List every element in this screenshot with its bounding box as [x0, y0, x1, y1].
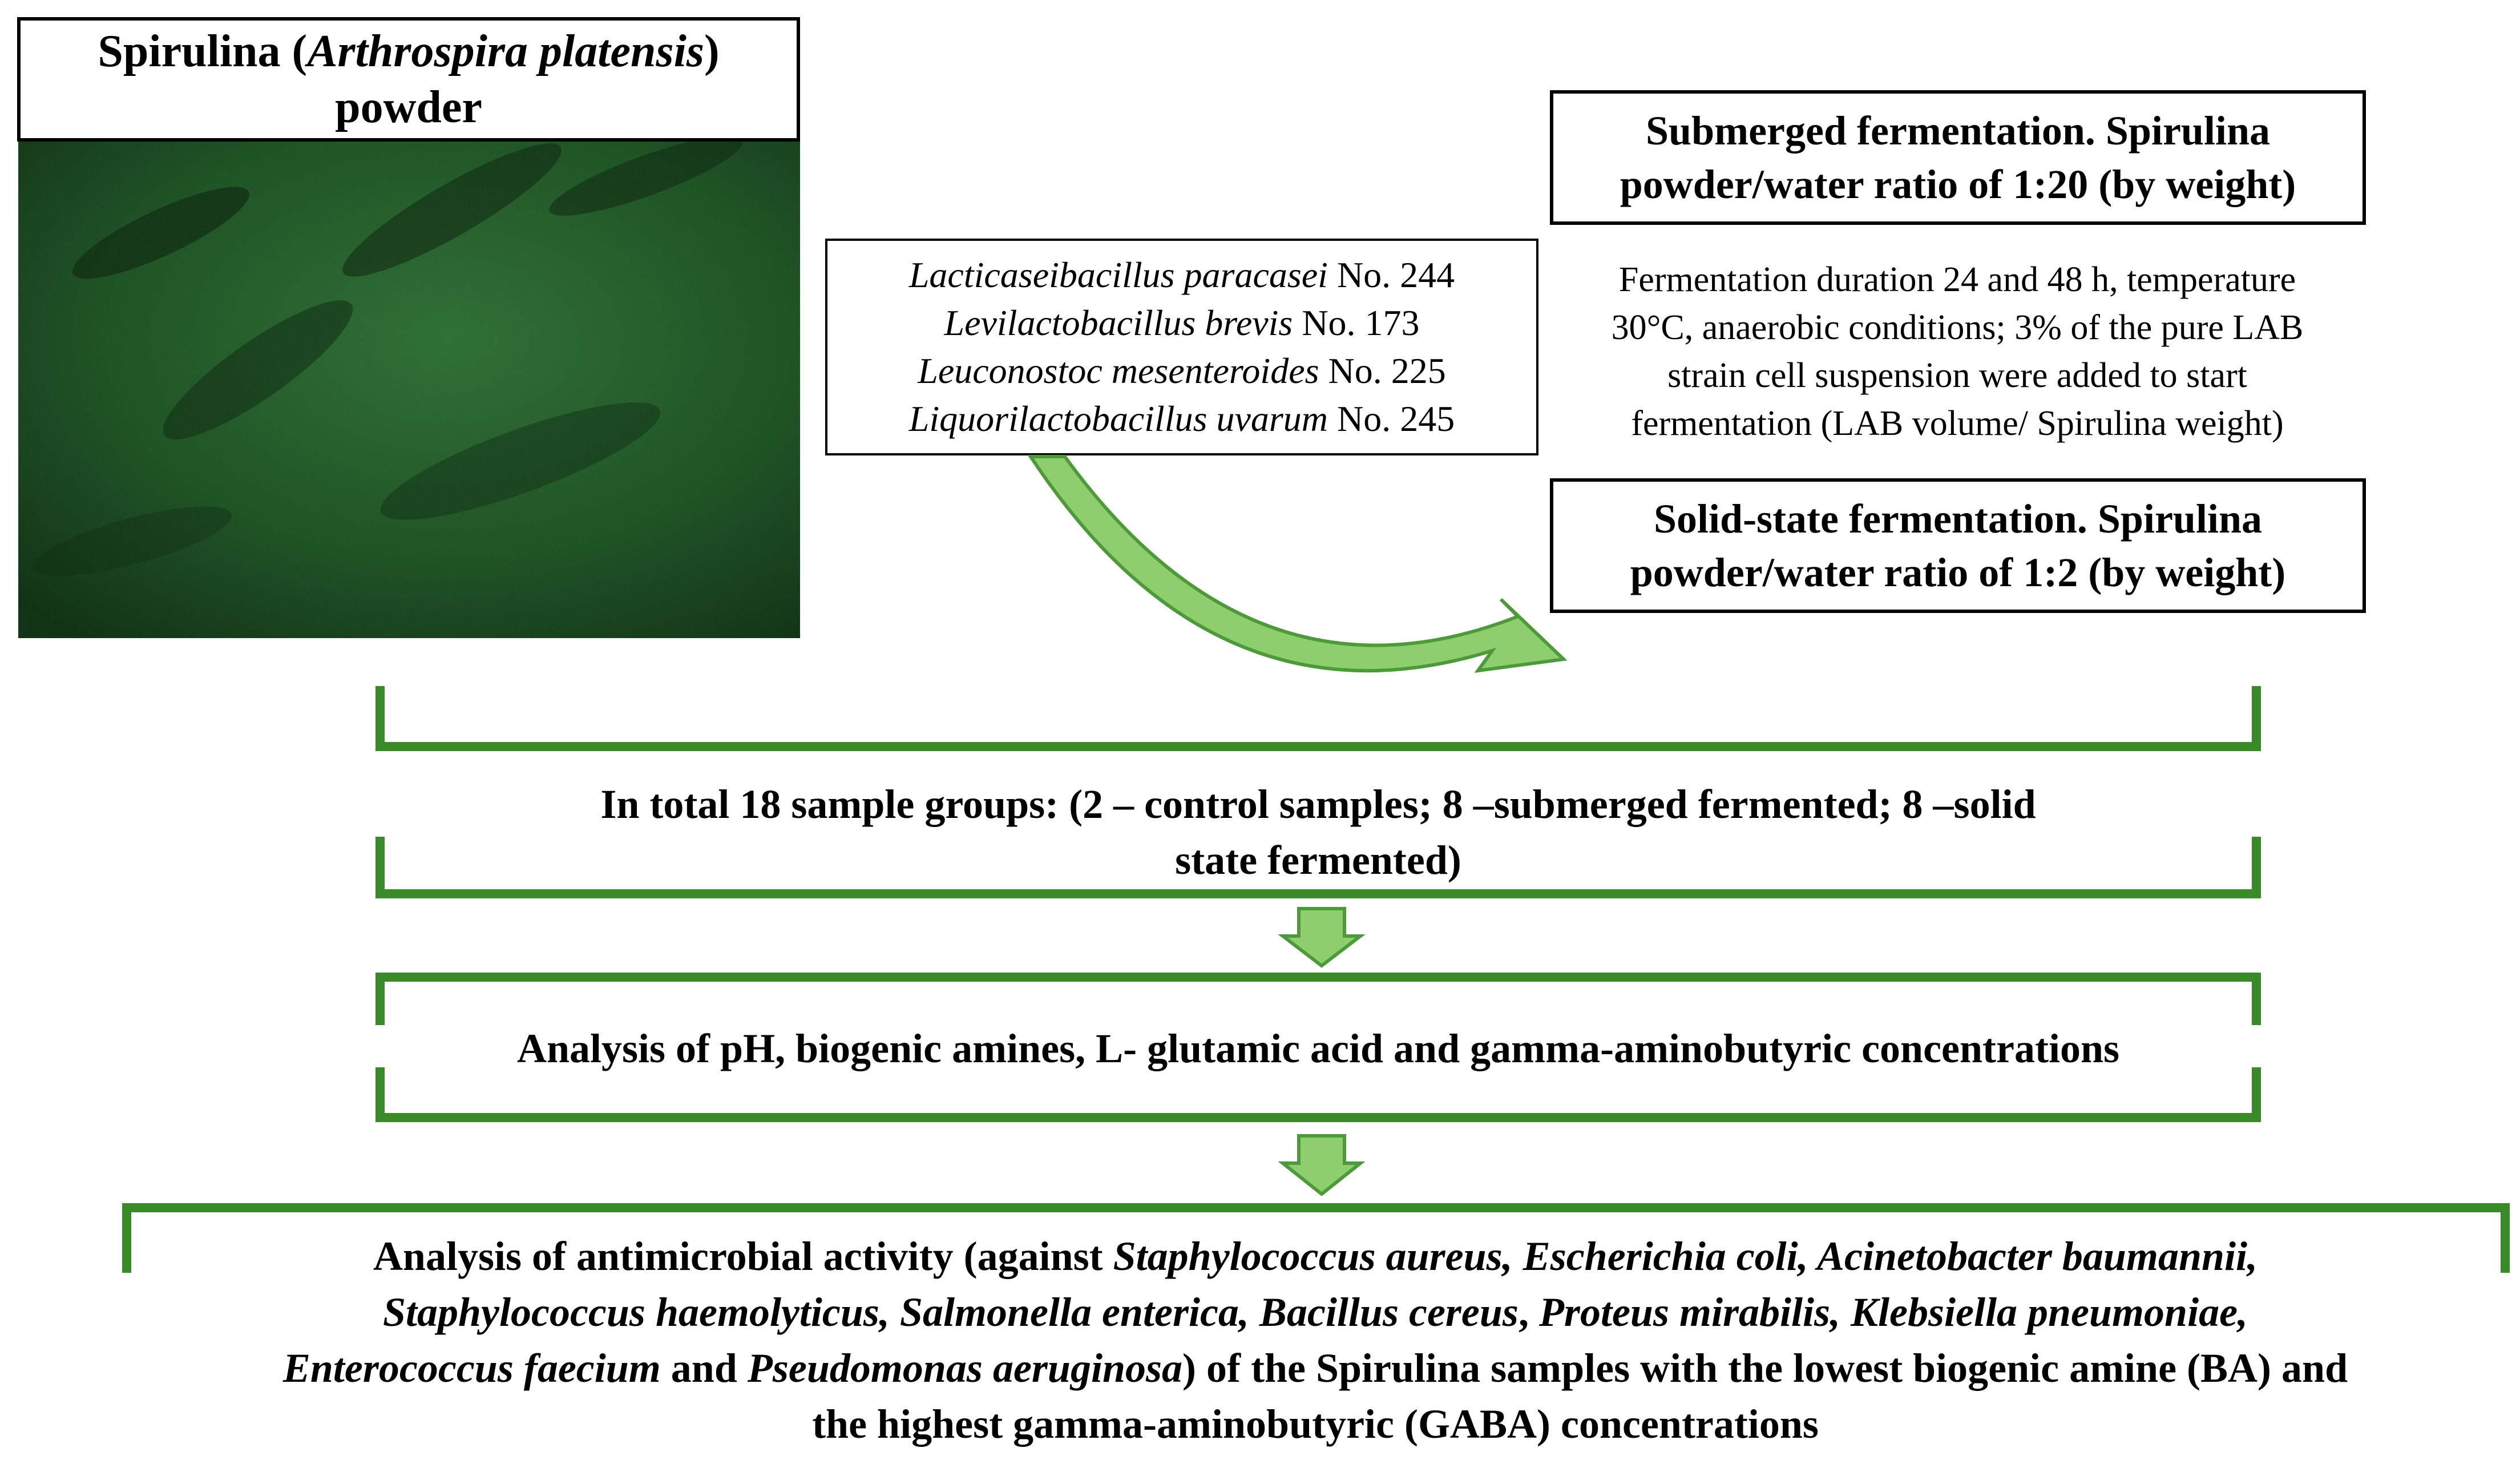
fermentation-conditions-text: Fermentation duration 24 and 48 h, tempe…	[1512, 256, 2402, 447]
curved-arrow-icon	[1027, 455, 1568, 673]
solid-state-fermentation-box: Solid-state fermentation. Spirulina powd…	[1550, 478, 2366, 613]
submerged-fermentation-box: Submerged fermentation. Spirulina powder…	[1550, 90, 2366, 225]
total-line2: state fermented)	[1175, 837, 1461, 883]
total-line1: In total 18 sample groups: (2 – control …	[600, 781, 2036, 827]
analysis1-line: Analysis of pH, biogenic amines, L- glut…	[516, 1026, 2120, 1071]
pathogen-list: Staphylococcus haemolyticus, Salmonella …	[382, 1289, 1519, 1335]
strain-item: Liquorilactobacillus uvarum No. 245	[909, 395, 1455, 443]
strain-number: No. 225	[1319, 350, 1446, 391]
strain-item: Lacticaseibacillus paracasei No. 244	[909, 251, 1455, 299]
spirulina-title-line2: powder	[335, 82, 482, 132]
analysis-antimicrobial-text: Analysis of antimicrobial activity (agai…	[131, 1228, 2499, 1452]
antimicrobial-prefix: Analysis of antimicrobial activity (agai…	[373, 1233, 1113, 1279]
lab-strains-box: Lacticaseibacillus paracasei No. 244 Lev…	[825, 239, 1538, 455]
spirulina-powder-image	[18, 142, 800, 638]
antimicrobial-line3: Enterococcus faecium and Pseudomonas aer…	[131, 1340, 2499, 1396]
antimicrobial-suffix: ) of the Spirulina samples with the lowe…	[1182, 1345, 2348, 1391]
strain-name: Lacticaseibacillus paracasei	[908, 255, 1328, 295]
strain-number: No. 173	[1293, 303, 1420, 343]
bracket-analysis-top	[375, 973, 2261, 1025]
antimicrobial-line4: the highest gamma-aminobutyric (GABA) co…	[812, 1401, 1819, 1447]
antimicrobial-line1: Analysis of antimicrobial activity (agai…	[131, 1228, 2499, 1284]
total-sample-groups-text: In total 18 sample groups: (2 – control …	[399, 776, 2237, 888]
spirulina-title-line1: Spirulina (Arthrospira platensis)	[98, 23, 719, 79]
conditions-line2: 30°C, anaerobic conditions; 3% of the pu…	[1611, 308, 2304, 347]
down-arrow-icon	[1278, 1134, 1366, 1196]
bracket-analysis-bottom	[375, 1067, 2261, 1122]
strain-number: No. 244	[1327, 255, 1455, 295]
title-post: )	[704, 26, 720, 76]
spirulina-title-box: Spirulina (Arthrospira platensis) powder	[17, 17, 800, 142]
conditions-line4: fermentation (LAB volume/ Spirulina weig…	[1631, 404, 2284, 443]
conjunction: and	[660, 1345, 748, 1391]
down-arrow-icon	[1278, 907, 1366, 968]
submerged-line2: powder/water ratio of 1:20 (by weight)	[1620, 162, 2296, 207]
strain-name: Liquorilactobacillus uvarum	[908, 398, 1328, 439]
bracket-top	[375, 686, 2261, 751]
title-pre: Spirulina (	[98, 26, 308, 76]
pathogen-name: Enterococcus faecium	[282, 1345, 661, 1391]
strain-number: No. 245	[1328, 398, 1455, 439]
strain-name: Levilactobacillus brevis	[944, 303, 1293, 343]
strain-item: Levilactobacillus brevis No. 173	[944, 299, 1419, 347]
conditions-line3: strain cell suspension were added to sta…	[1667, 356, 2247, 395]
bracket-final-top	[122, 1203, 2510, 1273]
pathogen-list: Proteus mirabilis, Klebsiella pneumoniae…	[1538, 1289, 2248, 1335]
bracket-total-bottom	[375, 837, 2261, 898]
pathogen-list: Staphylococcus aureus, Escherichia coli,…	[1113, 1233, 2258, 1279]
submerged-line1: Submerged fermentation. Spirulina	[1645, 108, 2271, 154]
antimicrobial-line2: Staphylococcus haemolyticus, Salmonella …	[131, 1284, 2499, 1340]
solid-line2: powder/water ratio of 1:2 (by weight)	[1630, 550, 2286, 595]
title-species: Arthrospira platensis	[307, 26, 704, 76]
conditions-line1: Fermentation duration 24 and 48 h, tempe…	[1618, 260, 2296, 299]
separator: ,	[1518, 1289, 1539, 1335]
strain-item: Leuconostoc mesenteroides No. 225	[918, 347, 1445, 395]
solid-line1: Solid-state fermentation. Spirulina	[1653, 496, 2262, 542]
strain-name: Leuconostoc mesenteroides	[918, 350, 1319, 391]
pathogen-name: Pseudomonas aeruginosa	[747, 1345, 1183, 1391]
analysis-ph-amines-text: Analysis of pH, biogenic amines, L- glut…	[399, 1021, 2237, 1076]
